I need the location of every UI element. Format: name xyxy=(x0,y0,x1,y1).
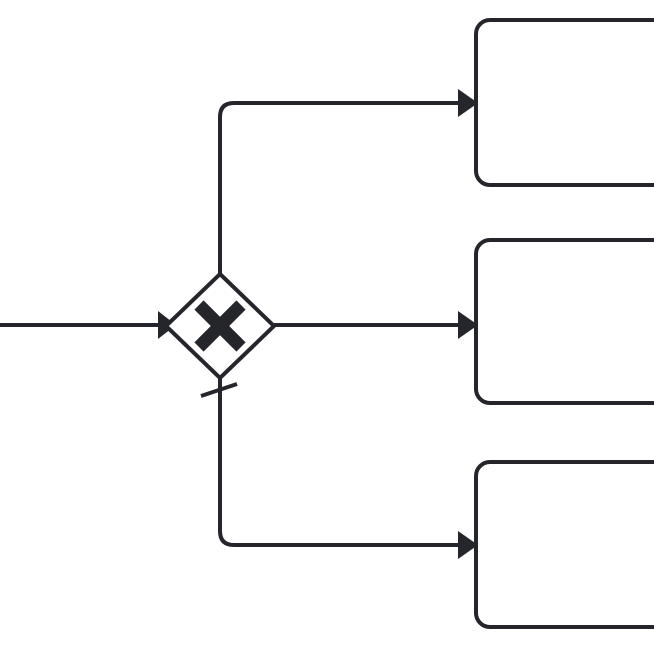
flow-branch-top-arrowhead xyxy=(458,89,478,117)
task-middle[interactable] xyxy=(474,238,654,405)
flow-branch-bottom-arrowhead xyxy=(458,531,478,559)
sequence-flow-group xyxy=(0,89,478,559)
task-bottom[interactable] xyxy=(474,460,654,629)
flow-branch-top-line[interactable] xyxy=(218,101,468,274)
gateway-x-marker-icon xyxy=(194,300,246,352)
task-group xyxy=(474,18,654,629)
task-top[interactable] xyxy=(474,18,654,187)
exclusive-gateway[interactable] xyxy=(163,271,277,381)
default-flow-slash-icon xyxy=(200,382,238,398)
flow-branch-bottom-line[interactable] xyxy=(218,378,468,547)
flow-branch-middle-arrowhead xyxy=(458,311,478,339)
